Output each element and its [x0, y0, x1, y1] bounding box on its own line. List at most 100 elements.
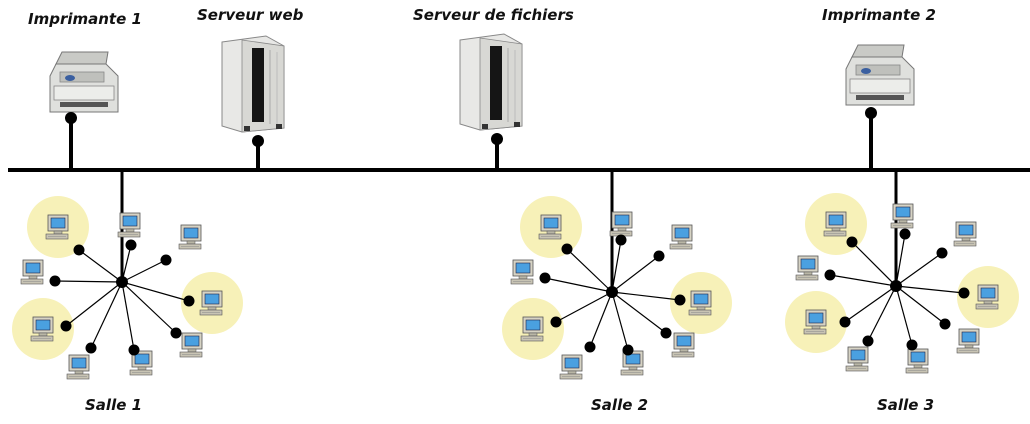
workstation-icon [20, 259, 44, 285]
printer-2: Imprimante 2 [822, 6, 936, 170]
connection-node [660, 327, 672, 339]
star-link-line [867, 285, 897, 342]
workstation-icon [178, 224, 202, 250]
workstation-icon [66, 354, 90, 380]
star-link-line [90, 281, 123, 349]
workstation-icon [30, 316, 54, 342]
server-tower-icon [459, 33, 523, 131]
workstation-icon [199, 290, 223, 316]
connection-node [939, 318, 951, 330]
hub-node [890, 280, 902, 292]
workstation-icon [179, 332, 203, 358]
star-link-line [829, 274, 897, 287]
star-link-line [121, 281, 177, 334]
workstation-icon [117, 212, 141, 238]
workstation-icon [953, 221, 977, 247]
star-link-line [121, 281, 190, 302]
star-link-line [78, 249, 123, 283]
room-2-star [502, 170, 732, 380]
printer-1: Imprimante 1 [28, 10, 142, 170]
connection-node [615, 234, 627, 246]
workstation-icon [559, 354, 583, 380]
workstation-icon [905, 348, 929, 374]
workstation-icon [823, 211, 847, 237]
connection-node [862, 335, 874, 347]
file-server-label: Serveur de fichiers [413, 6, 574, 24]
workstation-icon [803, 309, 827, 335]
connection-node [170, 327, 182, 339]
connection-node [128, 344, 140, 356]
workstation-icon [688, 290, 712, 316]
star-link-line [555, 291, 613, 323]
connection-node [958, 287, 970, 299]
star-link-line [65, 281, 123, 327]
star-link-line [844, 285, 897, 323]
connection-node [49, 275, 61, 287]
connection-node [936, 247, 948, 259]
connection-node [846, 236, 858, 248]
web-server: Serveur web [197, 6, 304, 170]
star-link-line [54, 280, 123, 283]
workstation-icon [510, 259, 534, 285]
connection-node [85, 342, 97, 354]
star-link-line [851, 241, 897, 287]
workstation-icon [975, 284, 999, 310]
star-link-line [611, 291, 667, 334]
connection-node [561, 243, 573, 255]
workstation-icon [45, 214, 69, 240]
connection-node [183, 295, 195, 307]
web-server-label: Serveur web [197, 6, 304, 24]
star-link-line [611, 291, 629, 351]
workstation-icon [669, 224, 693, 250]
connection-node [824, 269, 836, 281]
connection-node [622, 344, 634, 356]
hub-node [116, 276, 128, 288]
printer-icon [845, 44, 915, 106]
room-2-label: Salle 2 [591, 396, 648, 414]
star-link-line [121, 281, 135, 351]
connection-node [906, 339, 918, 351]
star-link-line [611, 239, 622, 293]
room-3-star [785, 170, 1019, 374]
star-link-line [121, 259, 167, 283]
star-link-line [611, 291, 681, 301]
hub-node [606, 286, 618, 298]
connection-node [73, 244, 85, 256]
server-tower-icon [221, 35, 285, 133]
star-link-line [121, 244, 132, 283]
room-3-label: Salle 3 [877, 396, 934, 414]
printer-icon [49, 51, 119, 113]
workstation-icon [956, 328, 980, 354]
workstation-icon [520, 316, 544, 342]
workstation-icon [609, 211, 633, 237]
star-link-line [895, 285, 965, 294]
star-link-line [611, 255, 660, 293]
star-link-line [895, 285, 946, 325]
connection-node [839, 316, 851, 328]
connection-node [550, 316, 562, 328]
star-link-line [895, 233, 906, 287]
workstation-icon [620, 350, 644, 376]
connection-node [539, 272, 551, 284]
room-1-star [12, 170, 243, 380]
star-link-line [566, 248, 613, 293]
connection-node [584, 341, 596, 353]
star-link-line [895, 252, 943, 287]
workstation-icon [890, 203, 914, 229]
star-link-line [895, 285, 913, 346]
star-link-line [589, 291, 613, 348]
room-1-label: Salle 1 [85, 396, 142, 414]
connection-node [60, 320, 72, 332]
connection-node [899, 228, 911, 240]
workstation-icon [845, 346, 869, 372]
connection-node [125, 239, 137, 251]
file-server: Serveur de fichiers [413, 6, 574, 170]
workstation-icon [538, 214, 562, 240]
star-link-line [544, 277, 613, 293]
workstation-icon [671, 332, 695, 358]
printer-2-label: Imprimante 2 [822, 6, 936, 24]
workstation-icon [795, 255, 819, 281]
connection-node [160, 254, 172, 266]
connection-node [674, 294, 686, 306]
